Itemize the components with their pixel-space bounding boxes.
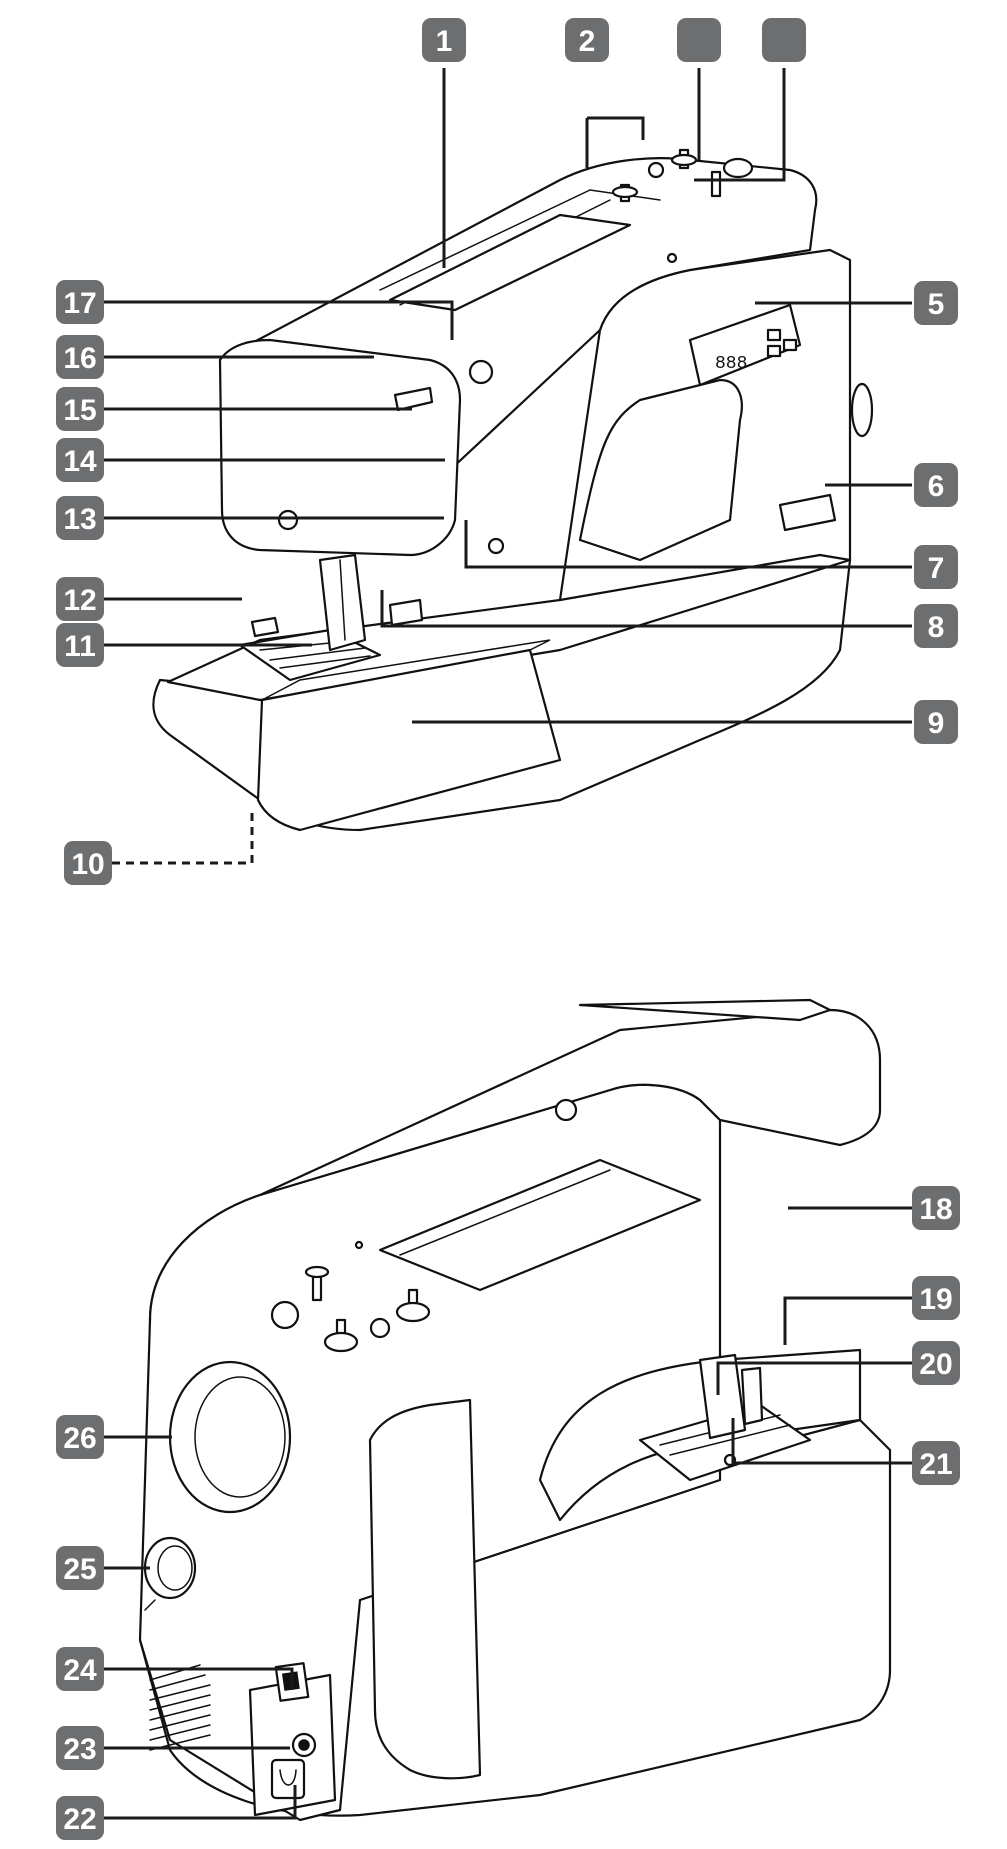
callout-14: 14 [56, 438, 104, 482]
callout-17: 17 [56, 280, 104, 324]
rear-view-machine-illustration [138, 998, 892, 1822]
leader-4 [694, 68, 786, 182]
callout-18: 18 [912, 1186, 960, 1230]
rear-view-leader-lines [104, 1206, 912, 1820]
svg-text:22: 22 [63, 1803, 96, 1836]
callout-19: 19 [912, 1276, 960, 1320]
svg-text:21: 21 [919, 1448, 952, 1481]
svg-text:18: 18 [919, 1193, 952, 1226]
callout-11: 11 [56, 623, 104, 667]
svg-text:15: 15 [63, 394, 96, 427]
leader-21 [731, 1418, 912, 1465]
callout-2: 2 [565, 18, 609, 62]
svg-text:13: 13 [63, 503, 96, 536]
callout-8: 8 [914, 604, 958, 648]
svg-text:24: 24 [63, 1654, 97, 1687]
svg-text:14: 14 [63, 445, 97, 478]
callout-6: 6 [914, 463, 958, 507]
svg-text:26: 26 [63, 1422, 96, 1455]
callout-24: 24 [56, 1647, 104, 1691]
callout-1: 1 [422, 18, 466, 62]
callout-22: 22 [56, 1796, 104, 1840]
svg-text:11: 11 [64, 630, 96, 663]
callout-9: 9 [914, 700, 958, 744]
svg-text:5: 5 [928, 288, 945, 321]
leader-20 [716, 1361, 912, 1395]
callout-4 [762, 18, 806, 62]
callout-badges: 1 2 5 6 7 8 9 [56, 18, 960, 1840]
front-view-machine-illustration: 888 [152, 148, 874, 832]
callout-10: 10 [64, 841, 112, 885]
callout-7: 7 [914, 545, 958, 589]
callout-15: 15 [56, 387, 104, 431]
svg-text:23: 23 [63, 1733, 96, 1766]
svg-text:19: 19 [919, 1283, 952, 1316]
leader-19 [783, 1296, 912, 1345]
svg-text:888: 888 [715, 354, 747, 374]
front-view-leader-lines [104, 68, 912, 865]
svg-text:20: 20 [919, 1348, 952, 1381]
svg-text:9: 9 [928, 707, 945, 740]
callout-23: 23 [56, 1726, 104, 1770]
callout-3 [677, 18, 721, 62]
leader-7 [464, 520, 912, 569]
leader-17 [104, 300, 454, 340]
callout-5: 5 [914, 281, 958, 325]
callout-21: 21 [912, 1441, 960, 1485]
callout-12: 12 [56, 577, 104, 621]
callout-13: 13 [56, 496, 104, 540]
callout-25: 25 [56, 1546, 104, 1590]
svg-text:8: 8 [928, 611, 945, 644]
svg-text:10: 10 [71, 848, 104, 881]
svg-text:2: 2 [579, 25, 596, 58]
callout-16: 16 [56, 335, 104, 379]
svg-text:6: 6 [928, 470, 945, 503]
svg-text:17: 17 [63, 287, 96, 320]
svg-text:1: 1 [436, 25, 453, 58]
svg-text:16: 16 [63, 342, 96, 375]
leader-22 [104, 1785, 297, 1820]
svg-text:7: 7 [928, 552, 945, 585]
callout-26: 26 [56, 1415, 104, 1459]
svg-text:25: 25 [63, 1553, 96, 1586]
leader-8 [380, 590, 912, 628]
callout-20: 20 [912, 1341, 960, 1385]
svg-text:12: 12 [63, 584, 96, 617]
leader-2 [587, 116, 645, 140]
leader-24 [104, 1667, 294, 1690]
